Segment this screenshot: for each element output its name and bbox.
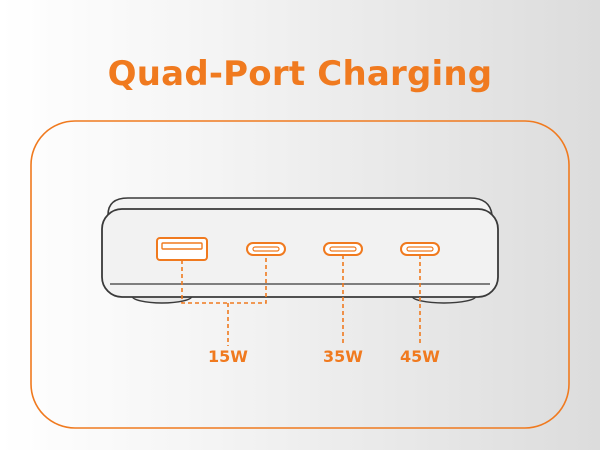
usb-a-port-icon [156, 237, 208, 261]
usb-c-port-icon [323, 242, 363, 256]
device-body [101, 208, 499, 298]
wattage-label-combined: 15W [208, 347, 248, 366]
wattage-label-port3: 35W [323, 347, 363, 366]
connector-lines [181, 255, 421, 346]
connector-combined [181, 255, 267, 304]
page-title: Quad-Port Charging [107, 54, 493, 94]
usb-c-port-icon [246, 242, 286, 256]
frame-outline [30, 120, 570, 429]
wattage-label-port4: 45W [400, 347, 440, 366]
usb-c-port-icon [400, 242, 440, 256]
